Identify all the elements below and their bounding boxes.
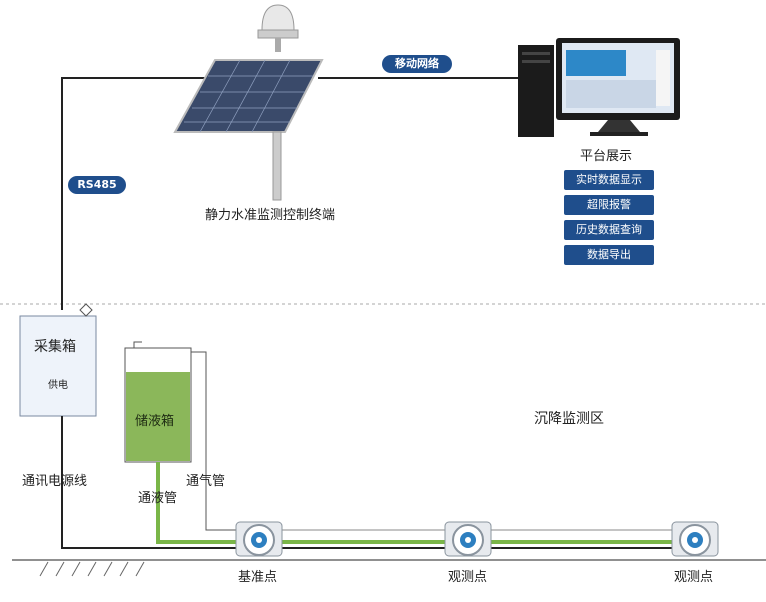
collector-connector-icon (79, 303, 93, 317)
zone-label: 沉降监测区 (534, 411, 604, 427)
rs485-cable (61, 77, 245, 310)
collector-box (19, 315, 97, 417)
pipe-run (278, 529, 675, 549)
computer-icon (518, 38, 680, 137)
point-label-base: 基准点 (238, 570, 278, 585)
tank-liquid (126, 372, 190, 461)
terminal-label: 静力水准监测控制终端 (205, 208, 336, 223)
sensor-icon (235, 521, 283, 557)
network-pill: 移动网络 (382, 55, 452, 73)
tank-title: 储液箱 (135, 414, 175, 429)
collector-sub: 供电 (48, 380, 68, 391)
feature-history-button[interactable]: 历史数据查询 (564, 220, 654, 240)
point-label-observe-2: 观测点 (674, 570, 714, 585)
sensor-icon (444, 521, 492, 557)
feature-export-button[interactable]: 数据导出 (564, 245, 654, 265)
rs485-pill: RS485 (68, 176, 126, 194)
solar-terminal-icon (173, 4, 324, 201)
liquid-label: 通液管 (138, 491, 178, 506)
liquid-tube (156, 462, 240, 544)
cable-label: 通讯电源线 (22, 474, 88, 489)
ground-hatch (39, 561, 145, 577)
collector-title: 采集箱 (34, 339, 76, 355)
point-label-observe-1: 观测点 (448, 570, 488, 585)
platform-title: 平台展示 (580, 149, 633, 164)
feature-alarm-button[interactable]: 超限报警 (564, 195, 654, 215)
feature-realtime-button[interactable]: 实时数据显示 (564, 170, 654, 190)
sensor-icon (671, 521, 719, 557)
power-cable (61, 416, 240, 549)
vent-label: 通气管 (186, 474, 226, 489)
vent-tube (191, 351, 240, 531)
